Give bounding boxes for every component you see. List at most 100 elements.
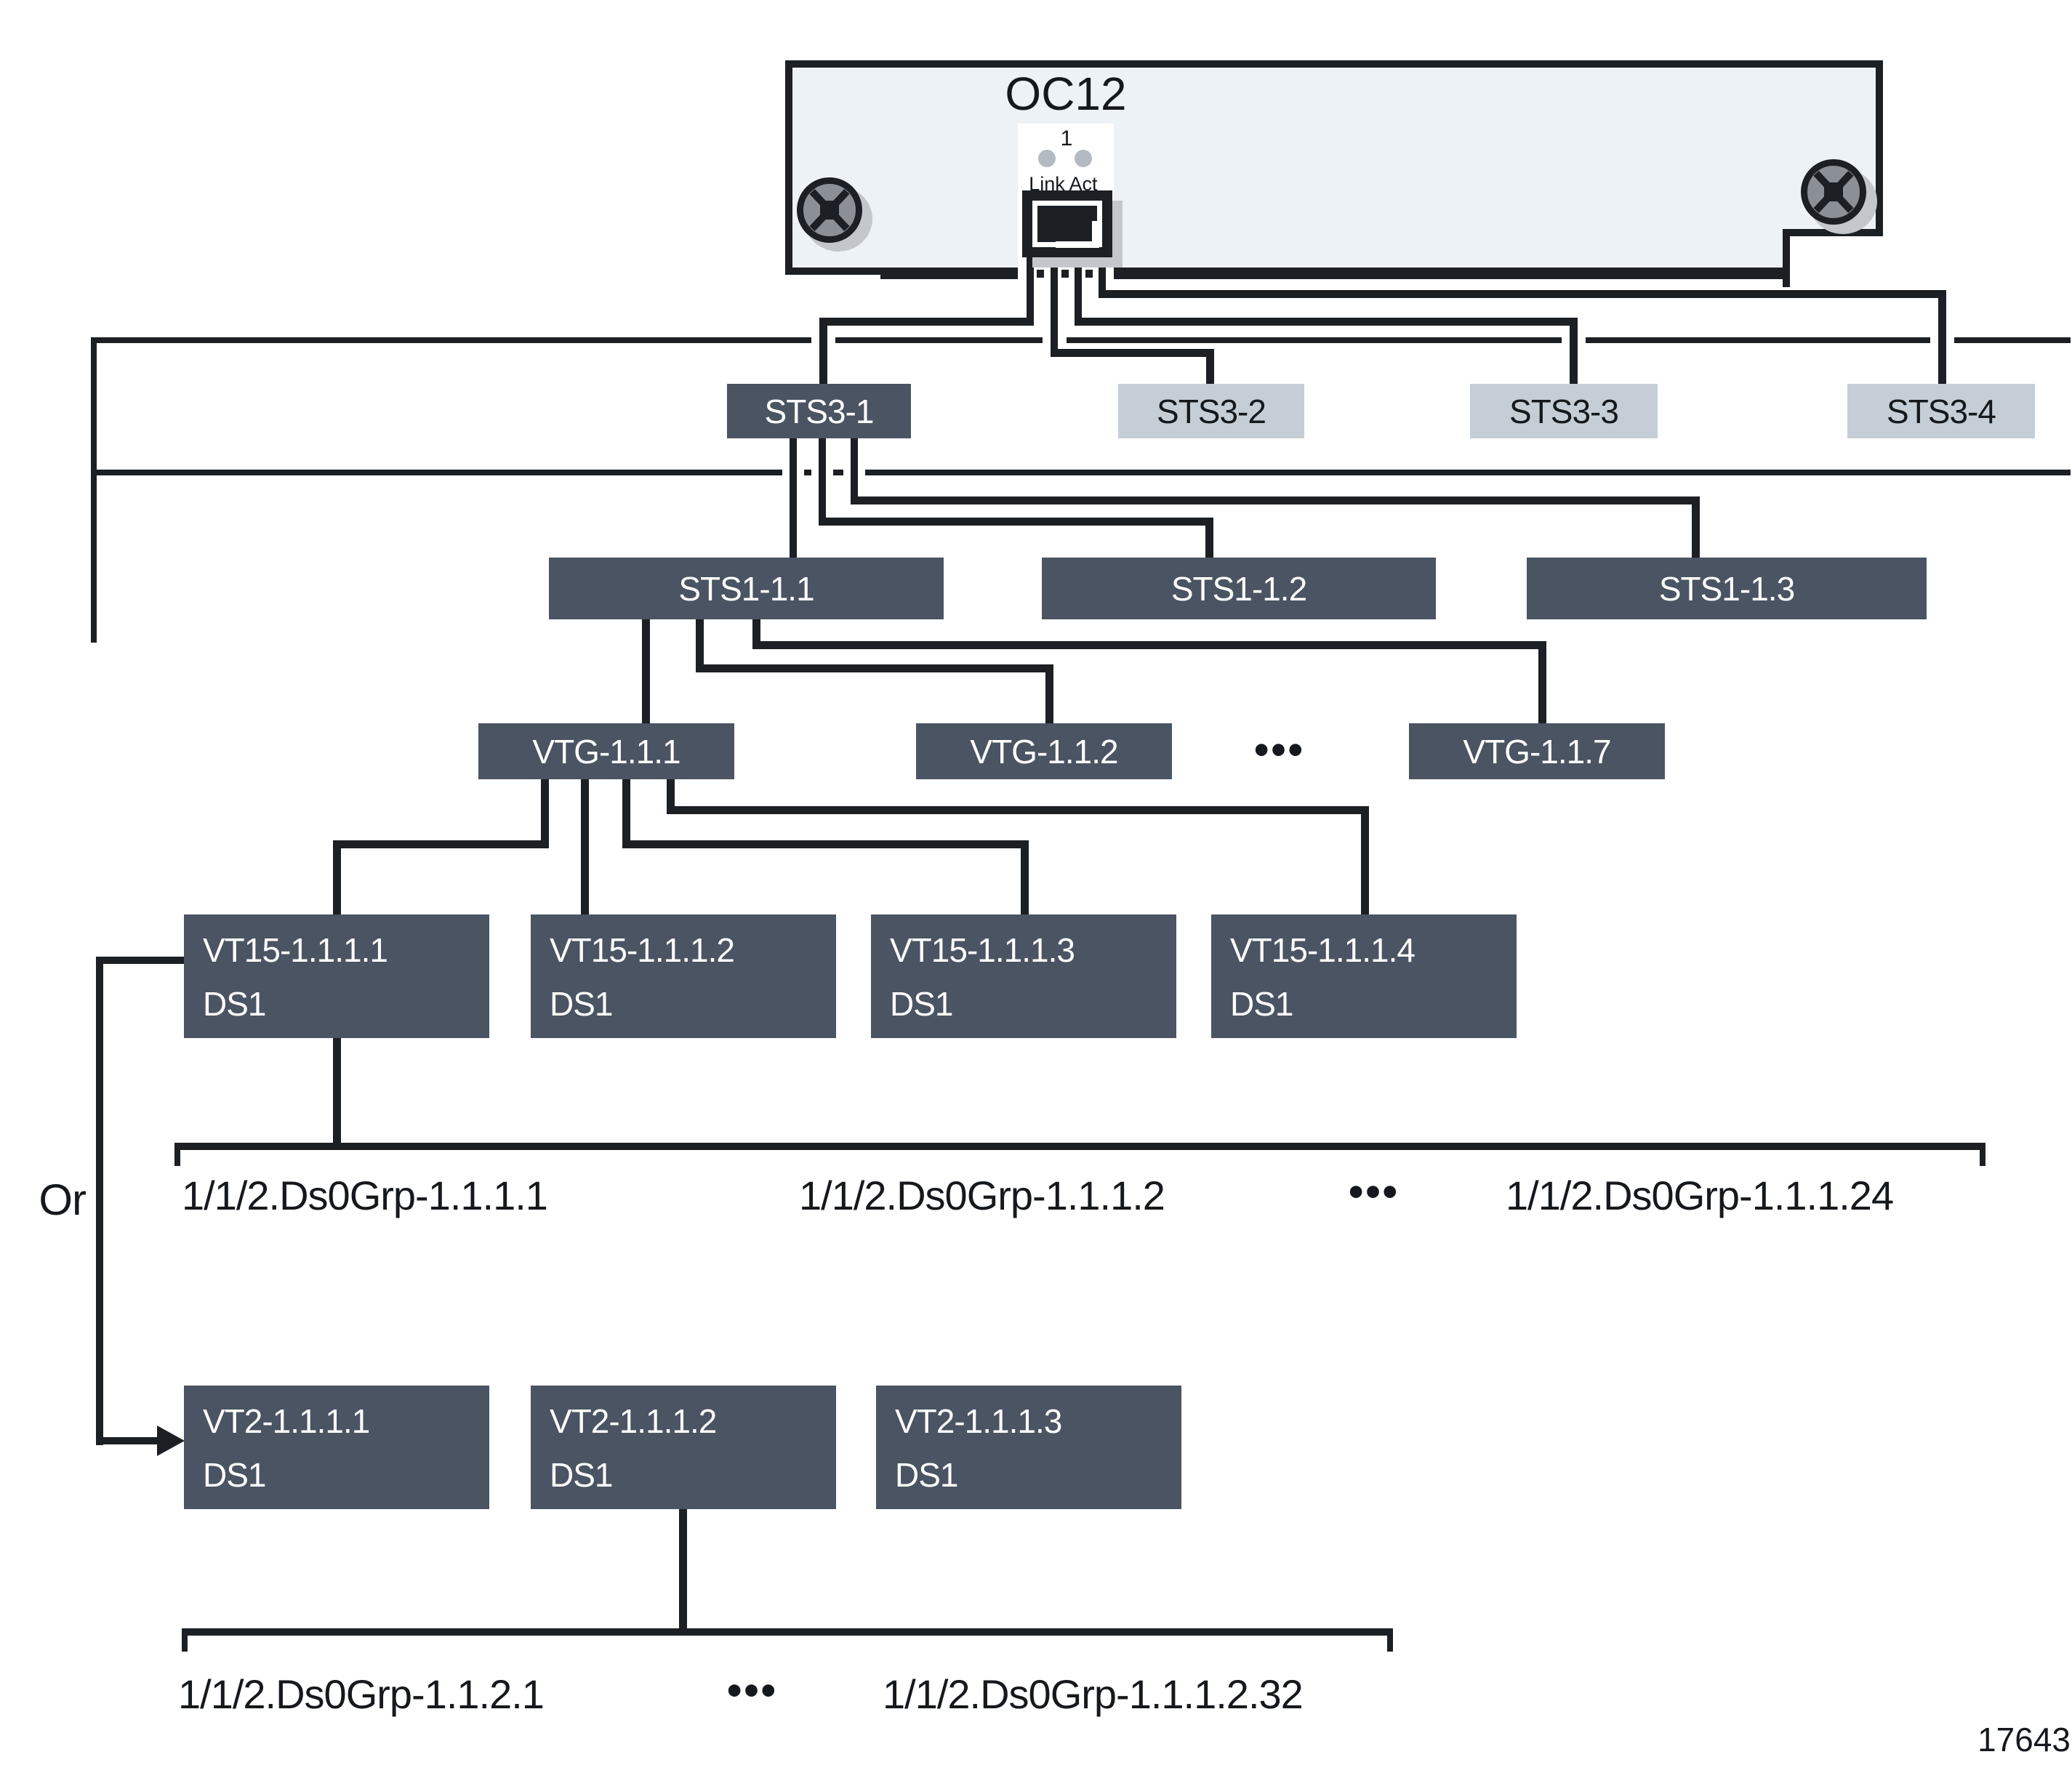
ds0-row2-ellipsis: ••• <box>727 1667 778 1714</box>
screw-icon <box>1801 159 1866 225</box>
connector-to-vt15-3 <box>622 779 630 848</box>
connector-to-vt15-1 <box>333 840 341 914</box>
oc12-card-faceplate <box>785 60 1883 275</box>
connector-to-vt15-3 <box>622 840 1029 848</box>
vt15-name: VT15-1.1.1.4 <box>1230 931 1416 969</box>
connector-to-vtg-7 <box>752 619 760 649</box>
port-drop-line-3 <box>1075 254 1082 325</box>
ds0-group-label: 1/1/2.Ds0Grp-1.1.1.24 <box>1506 1173 1894 1218</box>
node-sts1-2: STS1-1.2 <box>1042 558 1436 619</box>
connector-to-vtg-2 <box>1045 664 1053 723</box>
connector-to-vt15-2 <box>581 779 589 914</box>
node-sts1-3: STS1-1.3 <box>1527 558 1927 619</box>
connector-to-sts3-4 <box>1938 290 1946 384</box>
node-sts1-1: STS1-1.1 <box>549 558 944 619</box>
node-vt15-4: VT15-1.1.1.4 DS1 <box>1211 914 1517 1038</box>
node-sts3-3: STS3-3 <box>1470 384 1658 438</box>
rail-left-vertical <box>91 337 97 643</box>
ds0-bracket-2-tick <box>182 1628 188 1652</box>
vt15-name: VT15-1.1.1.1 <box>203 931 388 969</box>
connector-to-sts1-2 <box>819 438 826 526</box>
vt2-name: VT2-1.1.1.3 <box>895 1402 1062 1440</box>
screw-hub <box>820 201 839 220</box>
connector-vt2-to-ds0 <box>679 1509 687 1631</box>
ds0-bracket-2-tick <box>1387 1628 1393 1652</box>
port-drop-line-2 <box>1051 254 1058 356</box>
connector-to-vt15-3 <box>1021 840 1029 914</box>
faceplate-bottom-lip <box>880 268 1790 279</box>
connector-to-sts1-2 <box>819 518 1213 526</box>
ds0-bracket-1 <box>174 1143 1985 1150</box>
node-vt15-1: VT15-1.1.1.1 DS1 <box>184 914 489 1038</box>
node-vtg-2: VTG-1.1.2 <box>916 723 1172 779</box>
vt2-type: DS1 <box>550 1456 613 1494</box>
connector-to-sts3-1 <box>819 318 1034 326</box>
figure-number: 17643 <box>1977 1721 2071 1758</box>
act-led-label: Act <box>1069 173 1098 195</box>
sfp-latch-mark <box>1092 221 1099 248</box>
vt15-type: DS1 <box>1230 985 1293 1023</box>
node-sts3-2: STS3-2 <box>1118 384 1304 438</box>
connector-to-vtg-7 <box>752 641 1546 649</box>
card-title: OC12 <box>1005 68 1127 120</box>
connector-to-sts3-2 <box>1206 349 1214 384</box>
node-vt15-2: VT15-1.1.1.2 DS1 <box>531 914 836 1038</box>
connector-to-sts1-3 <box>851 438 858 504</box>
connector-to-sts3-1 <box>819 318 827 384</box>
screw-hub <box>1824 182 1843 201</box>
vt2-type: DS1 <box>895 1456 958 1494</box>
ds0-bracket-2 <box>182 1628 1393 1636</box>
or-label: Or <box>39 1175 87 1224</box>
sfp-latch-mark <box>1056 241 1099 248</box>
link-led-label: Link <box>1029 173 1065 195</box>
rail-upper <box>91 337 2071 343</box>
connector-to-sts3-3 <box>1075 318 1578 326</box>
connector-to-vt15-4 <box>667 779 675 814</box>
vt15-type: DS1 <box>203 985 266 1023</box>
rail-lower <box>91 470 2071 475</box>
ds0-group-label: 1/1/2.Ds0Grp-1.1.1.1 <box>182 1173 548 1218</box>
node-vt15-3: VT15-1.1.1.3 DS1 <box>871 914 1176 1038</box>
connector-to-vtg-7 <box>1538 641 1546 723</box>
ds0-group-label: 1/1/2.Ds0Grp-1.1.1.2 <box>799 1173 1165 1218</box>
port-number-label: 1 <box>1060 126 1073 150</box>
vt15-name: VT15-1.1.1.3 <box>890 931 1075 969</box>
vt15-type: DS1 <box>550 985 613 1023</box>
connector-to-sts1-3 <box>851 496 1700 504</box>
vt2-type: DS1 <box>203 1456 266 1494</box>
connector-to-vtg-2 <box>696 664 1053 672</box>
node-sts3-4: STS3-4 <box>1847 384 2035 438</box>
connector-vt15-to-ds0 <box>333 1038 341 1146</box>
ds0-group-label: 1/1/2.Ds0Grp-1.1.2.1 <box>178 1671 545 1717</box>
ds0-group-label: 1/1/2.Ds0Grp-1.1.1.2.32 <box>883 1671 1304 1717</box>
node-vtg-1: VTG-1.1.1 <box>478 723 734 779</box>
act-led-icon <box>1075 150 1092 167</box>
lip-dash <box>1061 270 1069 278</box>
connector-to-vt15-4 <box>1361 806 1369 914</box>
connector-to-sts1-2 <box>1205 518 1213 558</box>
connector-to-sts1-1 <box>790 438 797 558</box>
vt15-name: VT15-1.1.1.2 <box>550 931 735 969</box>
lip-dash <box>1085 270 1093 278</box>
connector-to-vt15-4 <box>667 806 1369 814</box>
connector-to-vt15-1 <box>541 779 549 848</box>
ds0-row1-ellipsis: ••• <box>1349 1168 1400 1215</box>
connector-to-sts3-2 <box>1051 349 1214 357</box>
node-vt2-1: VT2-1.1.1.1 DS1 <box>184 1386 489 1509</box>
or-branch-line <box>96 957 103 1445</box>
connector-to-vtg-1 <box>642 619 650 723</box>
node-vt2-2: VT2-1.1.1.2 DS1 <box>531 1386 836 1509</box>
vt2-name: VT2-1.1.1.2 <box>550 1402 717 1440</box>
ds0-bracket-1-tick <box>1980 1143 1985 1166</box>
or-branch-line <box>96 1437 158 1444</box>
port-drop-line-4 <box>1099 254 1106 298</box>
connector-to-vtg-2 <box>696 619 704 672</box>
node-vt2-3: VT2-1.1.1.3 DS1 <box>876 1386 1181 1509</box>
vt15-type: DS1 <box>890 985 953 1023</box>
vtg-ellipsis: ••• <box>1254 726 1305 773</box>
faceplate-step-notch <box>1783 229 1883 287</box>
ds0-bracket-1-tick <box>174 1143 180 1166</box>
vt2-name: VT2-1.1.1.1 <box>203 1402 370 1440</box>
connector-to-vt15-1 <box>333 840 549 848</box>
